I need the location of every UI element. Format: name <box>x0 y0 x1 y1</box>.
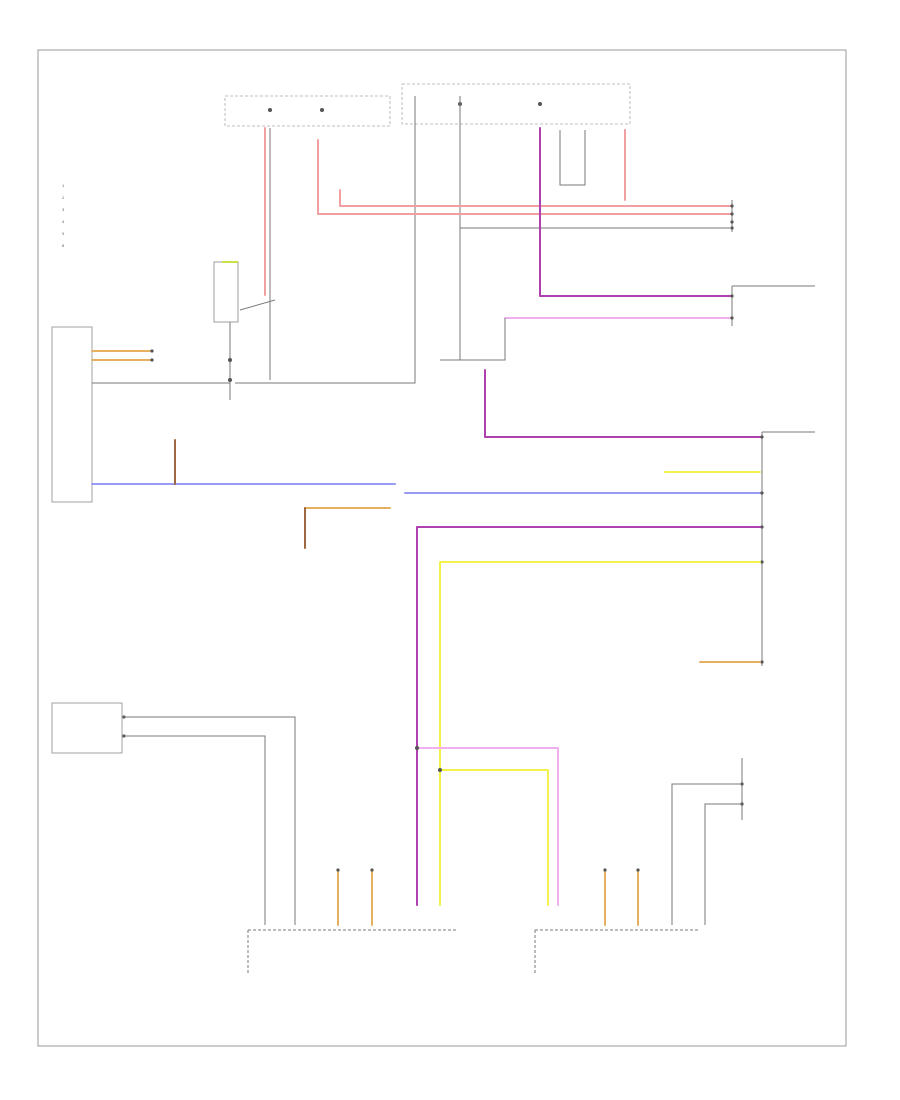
wire-black-dds-1 <box>124 716 296 925</box>
wire-red-3 <box>339 189 731 207</box>
wire-black-pds-1 <box>671 783 742 925</box>
wire-black-pds-2 <box>704 803 742 925</box>
legend-number-1: 1 <box>62 184 64 188</box>
wire-red-2 <box>317 139 731 215</box>
wire-black-mid <box>440 318 506 361</box>
wire-black-top-2 <box>235 96 416 384</box>
driver-door-switch <box>51 702 126 754</box>
connector-mid <box>730 285 815 326</box>
legend-number-2: 2 <box>62 196 64 200</box>
wire-pink-lower <box>484 369 761 438</box>
legend-number-5: 5 <box>62 232 64 236</box>
legend-number-6: 6 <box>62 244 65 248</box>
wire-violet-long <box>416 526 761 906</box>
wire-black-dds-2 <box>124 735 266 925</box>
left-module <box>51 326 93 503</box>
passenger-door-module <box>534 868 700 975</box>
passenger-door-switch <box>740 758 744 820</box>
diagram-frame <box>37 49 847 1047</box>
driver-door-module <box>247 868 458 975</box>
wire-pink-branch <box>416 747 559 906</box>
wire-yellow-branch <box>439 769 549 906</box>
relay-center <box>213 261 276 400</box>
connector-upper <box>730 200 734 232</box>
legend-number-3: 3 <box>62 208 64 212</box>
wire-yellow-long <box>439 561 761 906</box>
wire-violet-upper <box>539 127 731 297</box>
right-module <box>760 431 815 666</box>
top-fuse-block <box>224 83 631 127</box>
legend-number-4: 4 <box>62 220 65 224</box>
wire-black-top-4 <box>559 130 586 186</box>
